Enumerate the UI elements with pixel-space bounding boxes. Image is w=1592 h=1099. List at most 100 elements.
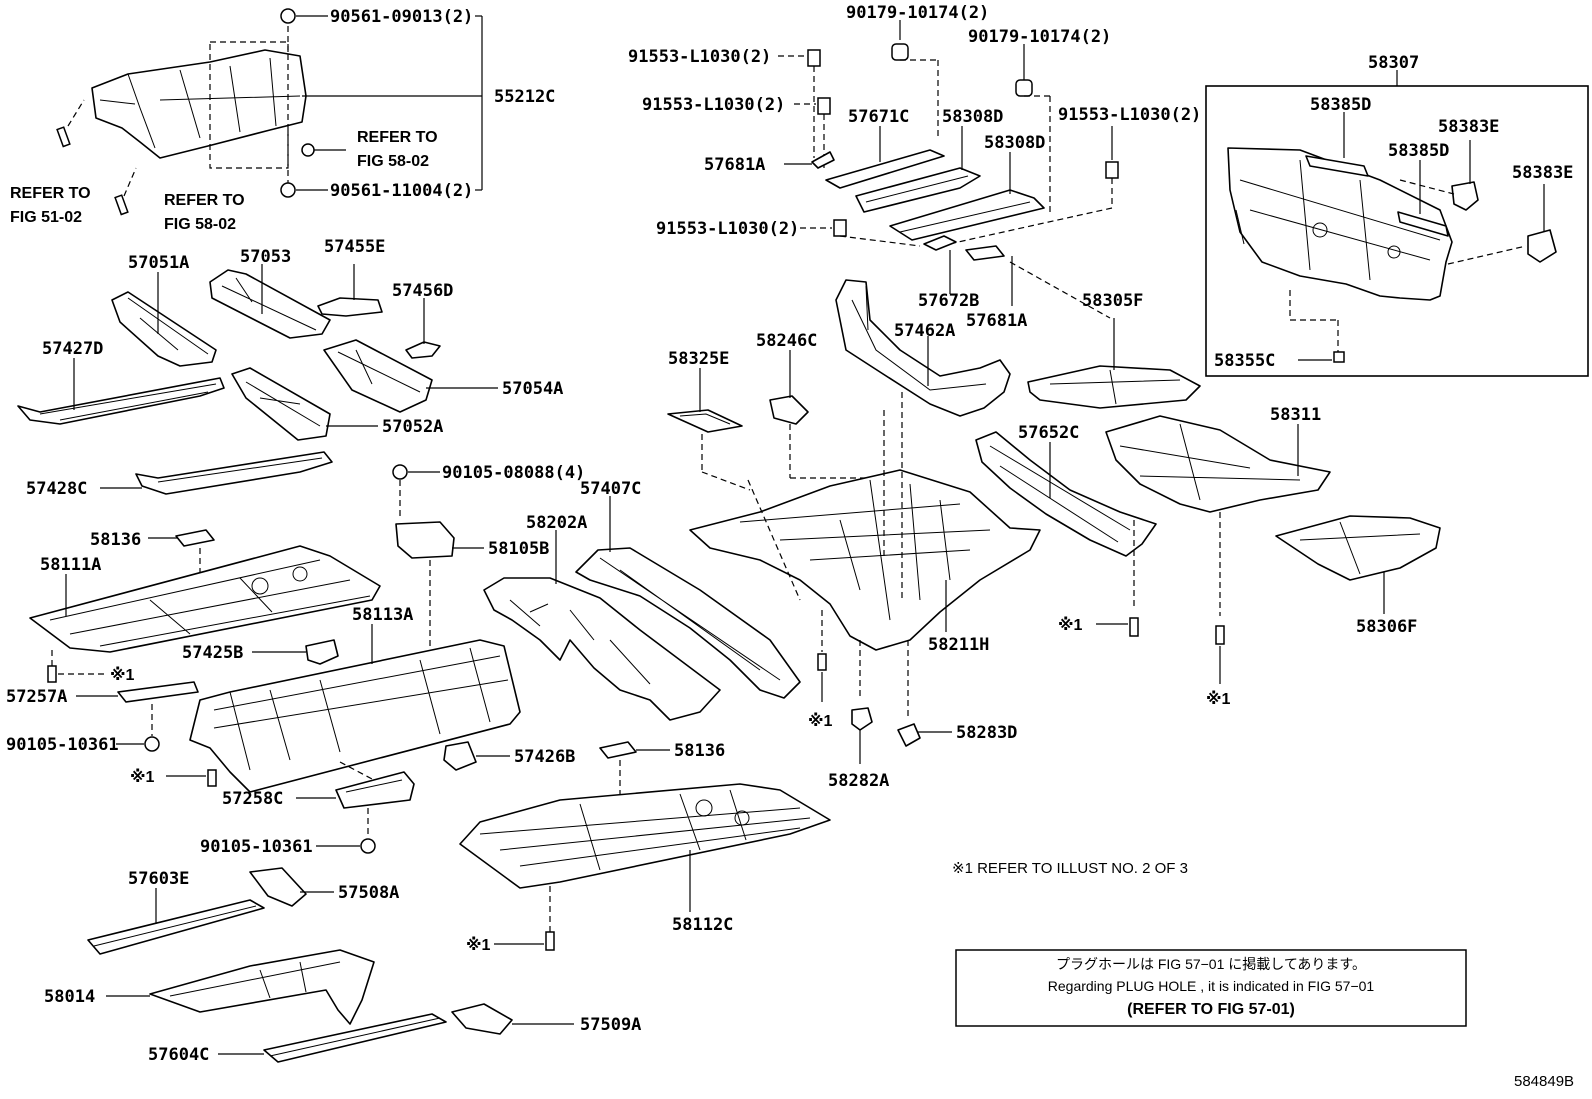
part-57462A-shape <box>835 279 1011 417</box>
part-58383E-b-shape <box>1527 229 1557 263</box>
label-57672B: 57672B <box>918 291 979 311</box>
part-58246C-shape <box>769 350 880 479</box>
part-57455E-shape <box>317 264 383 317</box>
part-57054A-shape <box>323 339 498 413</box>
part-58308D-a-shape <box>855 126 981 213</box>
clip-icon <box>1333 351 1345 363</box>
bolt-icon <box>47 665 57 683</box>
part-57603E-shape <box>87 888 265 955</box>
label-58308D-b: 58308D <box>984 133 1045 153</box>
label-90105-10361-a: 90105-10361 <box>6 735 119 755</box>
footnote-x1: ※1 REFER TO ILLUST NO. 2 OF 3 <box>952 860 1188 877</box>
part-58311-shape <box>1105 415 1331 513</box>
nut-icon <box>1015 79 1033 97</box>
label-58111A: 58111A <box>40 555 101 575</box>
label-57603E: 57603E <box>128 869 189 889</box>
ref-fig-58-02b-line2: FIG 58-02 <box>164 216 236 233</box>
note-x1-a: ※1 <box>110 666 135 684</box>
label-57681A-b: 57681A <box>966 311 1027 331</box>
part-57671C-shape <box>825 126 945 189</box>
label-58305F: 58305F <box>1082 291 1143 311</box>
bolt-icon <box>56 126 71 148</box>
part-57428C-shape <box>100 451 333 495</box>
plug-hole-notice: プラグホールは FIG 57−01 に掲載してあります。 Regarding P… <box>955 949 1467 1027</box>
label-58014: 58014 <box>44 987 95 1007</box>
label-58308D-a: 58308D <box>942 107 1003 127</box>
label-91553-L1030-d: 91553-L1030(2) <box>656 219 799 239</box>
label-57425B: 57425B <box>182 643 243 663</box>
part-57425B-shape <box>252 639 339 665</box>
assembly-58307-box <box>1205 70 1589 377</box>
label-90105-08088: 90105-08088(4) <box>442 463 585 483</box>
notice-line-english: Regarding PLUG HOLE , it is indicated in… <box>1048 978 1375 994</box>
part-55212C-group <box>56 8 483 216</box>
label-57604C: 57604C <box>148 1045 209 1065</box>
label-90179-10174-b: 90179-10174(2) <box>968 27 1111 47</box>
note-x1-d: ※1 <box>808 712 833 730</box>
label-58112C: 58112C <box>672 915 733 935</box>
part-58014-shape <box>106 949 375 1025</box>
part-58325E-shape <box>667 368 751 491</box>
part-57652C-shape <box>975 431 1157 557</box>
bolt-icon <box>207 769 217 787</box>
bolt-icon <box>807 49 821 67</box>
ref-fig-51-02-line1: REFER TO <box>10 185 91 202</box>
part-57426B-shape <box>443 741 510 771</box>
bolt-icon <box>1215 625 1225 645</box>
label-57053: 57053 <box>240 247 291 267</box>
label-57054A: 57054A <box>502 379 563 399</box>
part-57051A-shape <box>111 272 217 367</box>
label-57462A: 57462A <box>894 321 955 341</box>
bolt-icon <box>817 97 831 115</box>
label-58113A: 58113A <box>352 605 413 625</box>
label-57652C: 57652C <box>1018 423 1079 443</box>
part-55212C-shape <box>91 49 307 159</box>
part-58202A-shape <box>483 530 721 721</box>
note-x1-e: ※1 <box>1058 616 1083 634</box>
label-58383E-a: 58383E <box>1438 117 1499 137</box>
part-57508A-shape <box>249 867 334 907</box>
label-57509A: 57509A <box>580 1015 641 1035</box>
part-58283D-shape <box>897 723 952 747</box>
part-57681A-b-shape <box>965 245 1013 306</box>
label-57671C: 57671C <box>848 107 909 127</box>
clip-icon <box>280 182 296 198</box>
part-58282A-shape <box>851 707 873 764</box>
label-57428C: 57428C <box>26 479 87 499</box>
label-58246C: 58246C <box>756 331 817 351</box>
label-58325E: 58325E <box>668 349 729 369</box>
clip-icon <box>301 143 315 157</box>
part-57681A-a-shape <box>784 151 835 169</box>
part-58113A-shape <box>189 624 521 793</box>
part-58136b-shape <box>599 741 670 800</box>
ref-fig-58-02-line2: FIG 58-02 <box>357 153 429 170</box>
label-58283D: 58283D <box>956 723 1017 743</box>
bolt-icon <box>360 838 376 854</box>
nut-icon <box>891 43 909 61</box>
part-57672B-shape <box>923 235 957 294</box>
diagram-id: 584849B <box>1514 1073 1574 1090</box>
bolt-icon <box>545 931 555 951</box>
part-58385D-b-shape <box>1397 211 1449 237</box>
part-57053-shape <box>209 264 331 339</box>
ref-fig-51-02-line2: FIG 51-02 <box>10 209 82 226</box>
label-57258C: 57258C <box>222 789 283 809</box>
label-55212C: 55212C <box>494 87 555 107</box>
label-58311: 58311 <box>1270 405 1321 425</box>
part-58308D-b-shape <box>889 152 1045 241</box>
label-58105B: 58105B <box>488 539 549 559</box>
label-58136-center: 58136 <box>674 741 725 761</box>
label-57052A: 57052A <box>382 417 443 437</box>
part-58211H-shape <box>689 469 1041 651</box>
label-58385D-b: 58385D <box>1388 141 1449 161</box>
part-90105-08088-group <box>392 464 440 520</box>
bolt-icon <box>392 464 408 480</box>
part-57509A-shape <box>451 1003 574 1035</box>
clip-icon <box>280 8 296 24</box>
label-91553-L1030-a: 91553-L1030(2) <box>628 47 771 67</box>
label-57426B: 57426B <box>514 747 575 767</box>
label-57681A-a: 57681A <box>704 155 765 175</box>
label-90105-10361-b: 90105-10361 <box>200 837 313 857</box>
